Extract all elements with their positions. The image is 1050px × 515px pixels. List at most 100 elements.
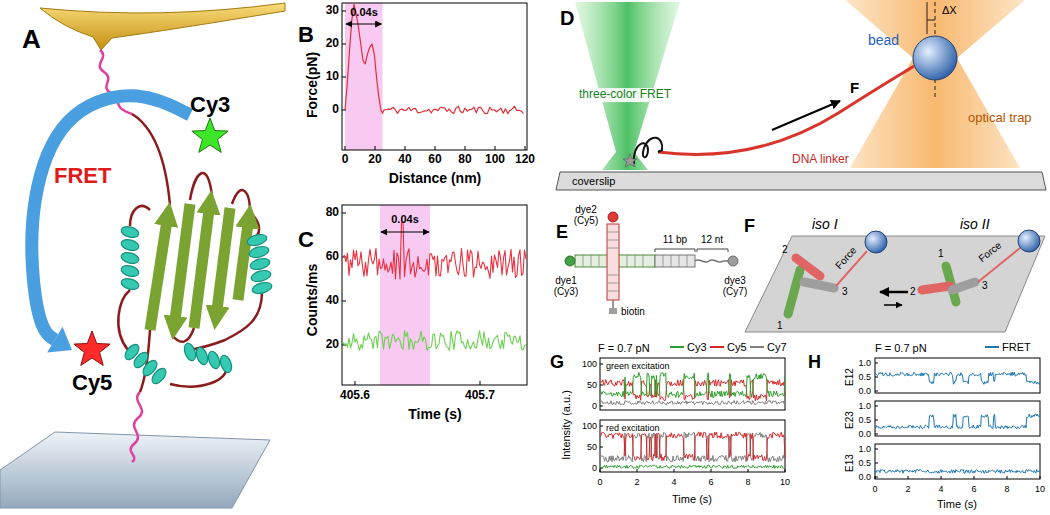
axis-tick — [875, 391, 878, 392]
axis-tick — [600, 426, 603, 427]
svg-line — [880, 291, 908, 294]
axis-tick — [465, 146, 466, 150]
afm-cantilever — [40, 3, 285, 50]
coverslip-plate — [556, 172, 1046, 190]
label-text: 0.0 — [858, 429, 871, 439]
label-text: 50 — [587, 442, 597, 452]
label-text: dye2 (Cy5) — [569, 204, 603, 226]
svg-rect — [655, 255, 695, 267]
axis-tick — [600, 406, 603, 407]
svg-line — [643, 255, 644, 267]
label-text: 80 — [326, 206, 339, 220]
label-text: Time (s) — [408, 406, 461, 422]
label-text: 20 — [326, 37, 339, 51]
label-text: 100 — [485, 153, 505, 167]
axis-tick — [342, 213, 346, 214]
svg-polygon — [745, 236, 1045, 332]
label-text: 1.0 — [858, 401, 871, 411]
svg-path — [130, 206, 150, 226]
label-text: F = 0.7 pN — [598, 342, 650, 355]
label-text: 10 — [326, 70, 339, 84]
label-text: Time (s) — [672, 493, 712, 506]
axis-tick — [405, 146, 406, 150]
svg-ellipse — [120, 264, 140, 278]
plot-frame — [342, 205, 527, 385]
label-text: 2 — [634, 477, 639, 487]
dye-star — [72, 330, 112, 370]
axis-tick — [875, 463, 878, 464]
svg-line — [884, 304, 902, 306]
svg-circle — [1018, 230, 1040, 252]
legend-line — [750, 346, 764, 348]
svg-path — [655, 249, 695, 252]
trap-beam — [845, 0, 1025, 168]
hairpin — [634, 138, 662, 164]
label-text: 40 — [398, 153, 411, 167]
donor-trace — [343, 331, 526, 351]
legend-sample — [985, 344, 999, 350]
label-text: E — [556, 222, 568, 243]
label-text: 100 — [582, 421, 597, 431]
protein-loops — [118, 114, 262, 392]
svg-path — [194, 202, 210, 328]
label-text: 6 — [971, 484, 976, 494]
label-text: Force — [976, 239, 1003, 264]
bead — [913, 36, 957, 80]
label-text: 12 nt — [701, 234, 723, 246]
svg-ellipse — [120, 251, 140, 265]
legend-item: Cy5 — [710, 341, 747, 353]
svg-path — [190, 173, 212, 200]
svg-line — [679, 255, 680, 267]
afm-protein-illustration — [0, 3, 285, 508]
label-text: coverslip — [572, 175, 615, 188]
svg-circle — [565, 256, 575, 266]
axis-tick — [875, 363, 878, 364]
label-text: bead — [868, 32, 899, 48]
svg-line — [663, 255, 664, 267]
label-text: 0 — [342, 153, 349, 167]
label-text: F — [850, 79, 859, 96]
label-text: 3 — [842, 286, 848, 298]
dye-star — [190, 117, 230, 157]
svg-ellipse — [218, 354, 234, 374]
duration-arrow — [346, 23, 382, 24]
label-text: Intensity (a.u.) — [560, 390, 573, 460]
label-text: iso I — [812, 216, 838, 232]
axis-tick — [674, 469, 675, 472]
label-text: C — [298, 227, 314, 252]
legend-item: FRET — [985, 341, 1031, 353]
plot-frame — [875, 358, 1040, 393]
dye-marker: Cy5 — [72, 330, 112, 395]
label-text: red excitation — [604, 423, 662, 433]
svg-line — [612, 300, 614, 308]
svg-line — [591, 255, 592, 267]
axis-tick — [355, 381, 356, 385]
svg-line — [635, 255, 636, 267]
svg-ellipse — [206, 350, 222, 370]
fret-arrow — [32, 96, 190, 353]
svg-ellipse — [120, 225, 140, 239]
svg-rect — [609, 308, 617, 314]
label-text: dye1 (Cy3) — [549, 275, 583, 297]
label-text: 0.0 — [858, 472, 871, 482]
label-text: green excitation — [604, 361, 672, 371]
svg-path — [174, 204, 190, 328]
label-text: 50 — [587, 380, 597, 390]
label-text: 1 — [777, 320, 783, 332]
axis-tick — [1040, 476, 1041, 479]
tether-bottom — [131, 392, 142, 462]
svg-path — [695, 260, 728, 262]
svg-line — [796, 258, 820, 276]
fret-trace — [875, 469, 1040, 473]
acceptor-trace — [343, 222, 526, 279]
svg-circle — [865, 231, 887, 253]
svg-g — [583, 232, 687, 291]
label-text: 0 — [592, 463, 597, 473]
svg-line — [583, 255, 584, 267]
label-text: biotin — [621, 306, 645, 318]
legend-text: Cy5 — [727, 341, 747, 353]
axis-tick — [875, 476, 876, 479]
arrow-head — [47, 327, 72, 353]
label-text: 0.04s — [350, 6, 378, 19]
